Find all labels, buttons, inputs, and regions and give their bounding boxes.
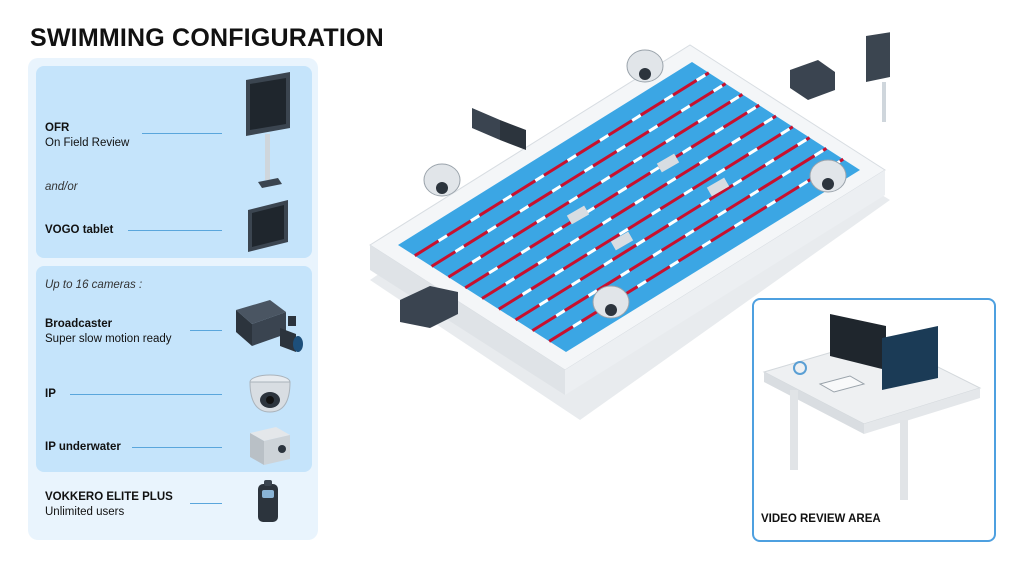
broadcaster-name: Broadcaster (45, 318, 113, 330)
ofr-name: OFR (45, 122, 70, 134)
dome-camera-icon (249, 374, 291, 413)
ofr-monitor-mark (866, 32, 890, 122)
pool-illustration (369, 32, 890, 420)
radio-device-icon (258, 480, 278, 522)
ofr-desc: On Field Review (45, 137, 130, 149)
ofr-item: OFR On Field Review (45, 121, 129, 151)
ofr-leader-line (142, 133, 222, 134)
broadcaster-leader-line (190, 330, 222, 331)
lane-line (481, 114, 777, 300)
lane-line (464, 103, 760, 290)
ip-leader-line (70, 394, 222, 395)
vogo-name: VOGO tablet (45, 224, 114, 236)
lane-line (498, 125, 794, 311)
vokkero-name: VOKKERO ELITE PLUS (45, 491, 173, 503)
vokkero-item: VOKKERO ELITE PLUS Unlimited users (45, 490, 173, 520)
tablet-icon (248, 200, 288, 252)
lane-lines (414, 71, 844, 343)
broadcaster-item: Broadcaster Super slow motion ready (45, 317, 172, 347)
review-desk-illustration (762, 314, 982, 500)
lane-line (514, 136, 811, 322)
ip-item: IP (45, 387, 56, 402)
underwater-camera-marks (566, 153, 730, 251)
review-area-label: VIDEO REVIEW AREA (761, 513, 881, 525)
ip-underwater-leader-line (132, 447, 222, 448)
underwater-camera-icon (250, 427, 290, 465)
lane-line (447, 93, 744, 279)
vokkero-leader-line (190, 503, 222, 504)
lane-line (414, 71, 710, 257)
vogo-item: VOGO tablet (45, 223, 113, 238)
ip-underwater-name: IP underwater (45, 441, 121, 453)
lane-line (531, 147, 828, 332)
andor-label: and/or (45, 181, 78, 193)
page-title: SWIMMING CONFIGURATION (30, 24, 384, 52)
ip-name: IP (45, 388, 56, 400)
broadcast-camera-icon (236, 300, 303, 352)
broadcaster-desc: Super slow motion ready (45, 333, 172, 345)
broadcast-camera-marks (400, 60, 835, 328)
cameras-intro-label: Up to 16 cameras : (45, 279, 143, 291)
lane-line (430, 82, 727, 268)
ip-underwater-item: IP underwater (45, 440, 121, 455)
dome-camera-marks (423, 49, 847, 319)
vogo-leader-line (128, 230, 222, 231)
monitor-stand-icon (246, 72, 290, 188)
vokkero-desc: Unlimited users (45, 506, 125, 518)
